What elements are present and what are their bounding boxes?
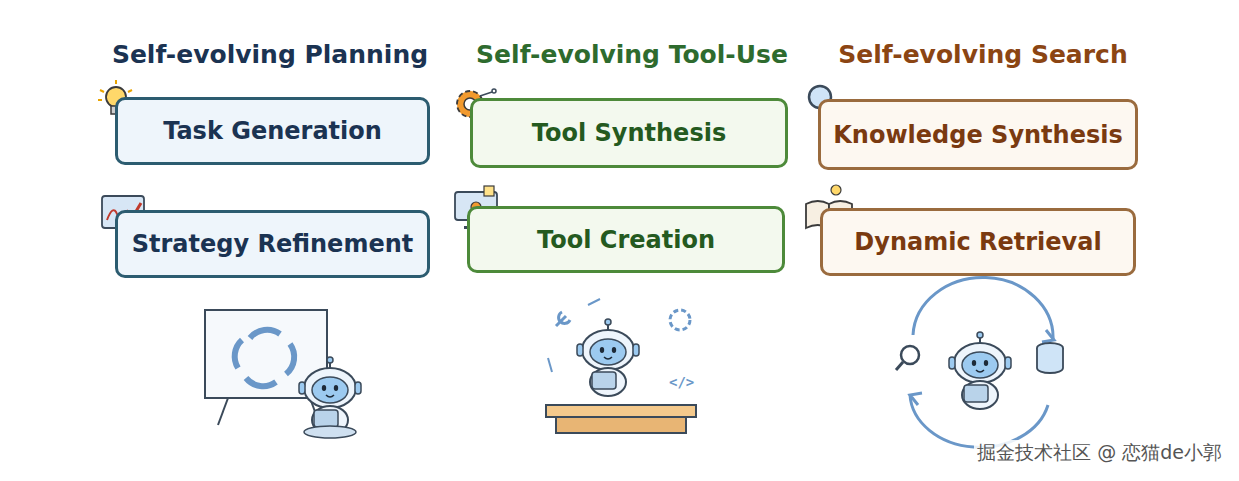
capability-box: Task Generation	[115, 97, 430, 165]
box-text: Tool Creation	[537, 226, 715, 254]
search-cycle-robot	[896, 278, 1063, 448]
capability-box: Strategy Refinement	[115, 210, 430, 278]
box-text: Tool Synthesis	[532, 119, 726, 147]
column-title: Self-evolving Tool-Use	[476, 40, 788, 69]
box-text: Strategy Refinement	[132, 230, 413, 258]
capability-box: Tool Creation	[467, 206, 785, 273]
watermark: 掘金技术社区 @ 恋猫de小郭	[974, 440, 1225, 466]
capability-box: Knowledge Synthesis	[818, 99, 1138, 170]
svg-text:</>: </>	[669, 374, 694, 390]
desk-robot: </>	[546, 299, 696, 433]
capability-box: Dynamic Retrieval	[820, 208, 1136, 276]
capability-box: Tool Synthesis	[470, 98, 788, 168]
column-title: Self-evolving Planning	[112, 40, 428, 69]
column-title: Self-evolving Search	[838, 40, 1127, 69]
box-text: Task Generation	[163, 117, 382, 145]
whiteboard-robot	[205, 310, 361, 438]
box-text: Knowledge Synthesis	[833, 121, 1123, 149]
box-text: Dynamic Retrieval	[854, 228, 1101, 256]
